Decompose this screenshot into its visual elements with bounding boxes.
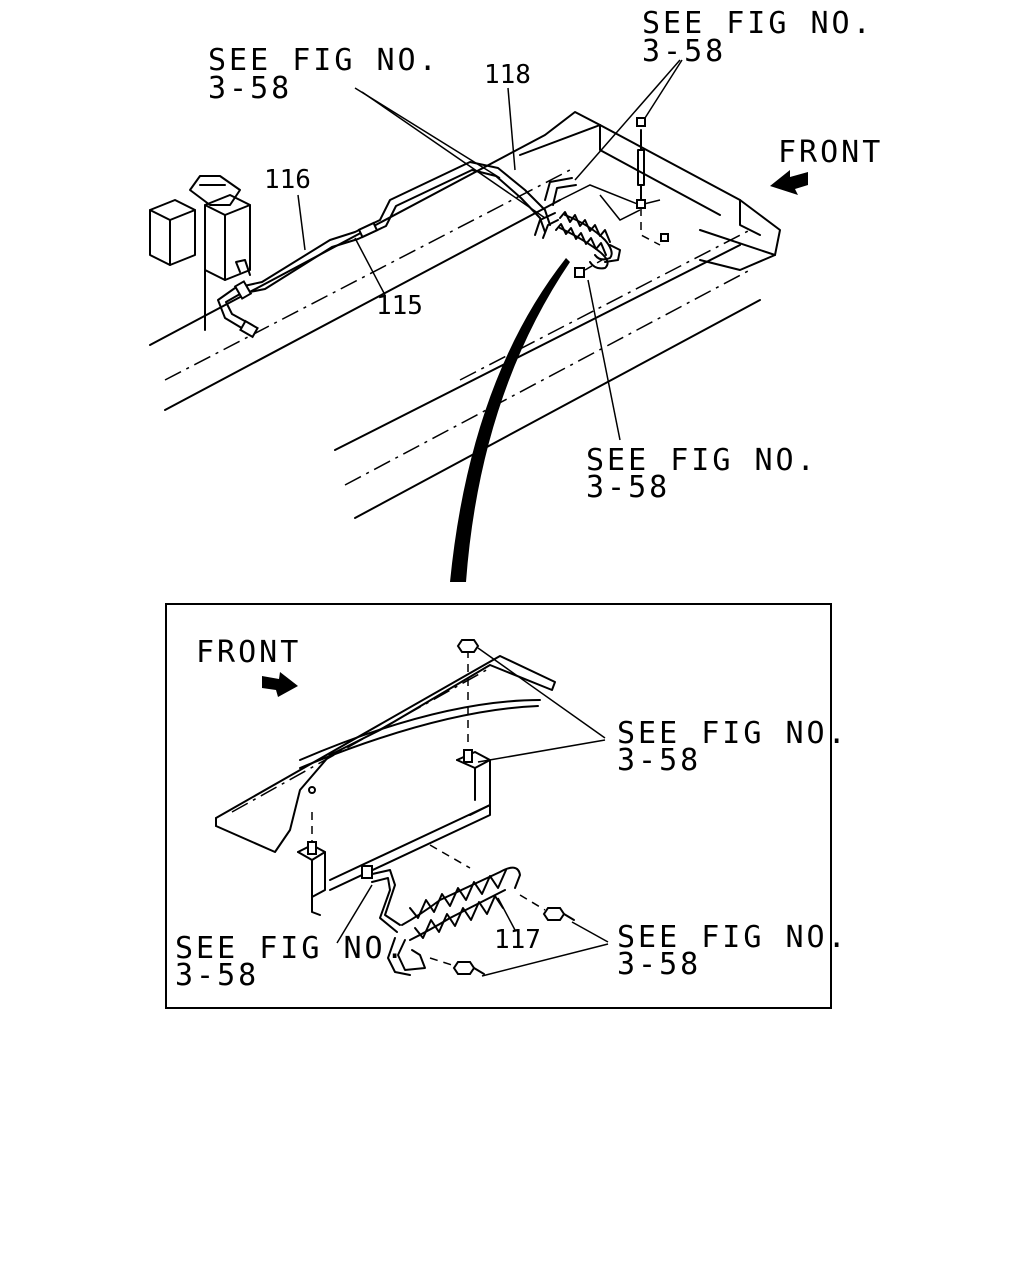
part-number-117: 117	[494, 925, 541, 955]
mount-blocks	[149, 175, 251, 331]
top-view: SEE FIG NO. 3-58 SEE FIG NO. 3-58 SEE FI…	[149, 6, 883, 582]
front-arrow-detail-icon	[262, 672, 298, 697]
ref-detail-upper-line1: SEE FIG NO.	[617, 716, 849, 751]
ref-lower-line2: 3-58	[586, 470, 670, 505]
detail-rail	[215, 639, 556, 916]
ref-detail-lower-left-line1: SEE FIG NO.	[175, 931, 407, 966]
ref-detail-lower-right-line2: 3-58	[617, 947, 701, 982]
part-number-116: 116	[264, 165, 311, 195]
ref-upper-right-line2: 3-58	[642, 34, 726, 69]
ref-detail-lower-left-line2: 3-58	[175, 958, 259, 993]
part-number-118: 118	[484, 60, 531, 90]
front-arrow-icon	[770, 170, 808, 195]
detail-frame	[165, 603, 832, 1009]
detail-oil-cooler	[361, 865, 575, 976]
ref-upper-right-line1: SEE FIG NO.	[642, 6, 874, 41]
detail-callout-swoosh	[450, 258, 570, 582]
part-number-115: 115	[376, 291, 423, 321]
ref-upper-left-line2: 3-58	[208, 71, 292, 106]
ref-detail-upper-line2: 3-58	[617, 743, 701, 778]
detail-leaders	[336, 647, 609, 977]
oil-cooler-coil	[534, 211, 621, 270]
bolt-assembly	[574, 117, 669, 278]
ref-lower-line1: SEE FIG NO.	[586, 443, 818, 478]
ref-detail-lower-right-line1: SEE FIG NO.	[617, 920, 849, 955]
front-label-detail: FRONT	[196, 635, 301, 670]
top-leaders	[297, 59, 683, 441]
ref-upper-left-line1: SEE FIG NO.	[208, 43, 440, 78]
detail-view: FRONT SEE FIG NO. 3-58 SEE FIG NO. 3-58 …	[165, 603, 849, 1009]
front-label-top: FRONT	[778, 135, 883, 170]
oil-lines	[217, 161, 577, 339]
chassis-frame	[149, 111, 781, 519]
